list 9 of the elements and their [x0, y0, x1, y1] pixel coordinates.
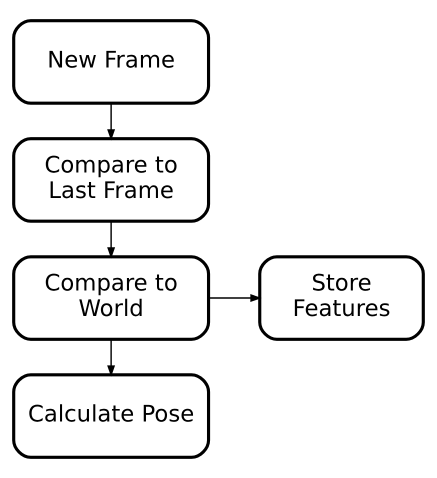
node-box: Compare to Last Frame [12, 137, 210, 223]
node-box: Store Features [258, 255, 425, 341]
arrow [208, 294, 262, 302]
arrow [107, 104, 116, 141]
node-box: Calculate Pose [12, 373, 210, 459]
arrow [107, 340, 116, 377]
arrow [107, 222, 116, 259]
node-box: Compare to World [12, 255, 210, 341]
node-box: New Frame [12, 19, 210, 105]
